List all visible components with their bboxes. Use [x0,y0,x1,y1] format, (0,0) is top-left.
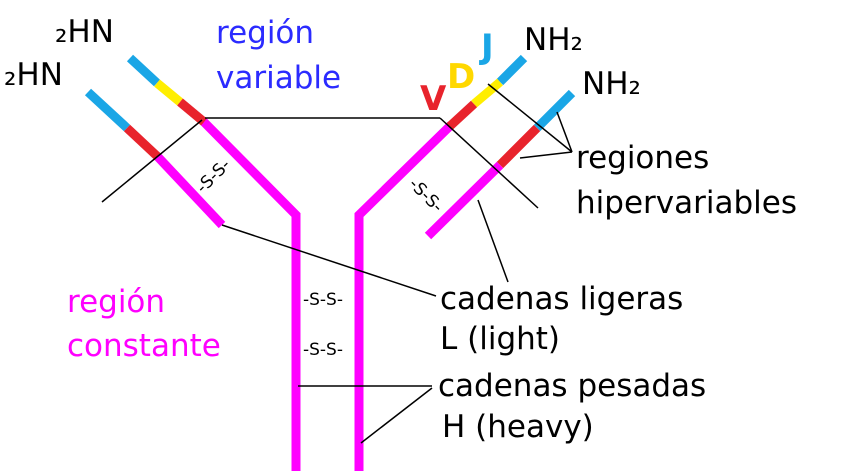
disulfide-left-light: -S-S- [192,155,234,197]
left-upper-terminal-label: ₂HN [55,14,114,50]
light-left-red-segment [127,128,158,157]
v-segment-label: V [420,79,447,119]
d-segment-label: D [447,57,475,97]
heavy-left-yellow-segment [157,83,180,102]
light-right-blue-segment [537,93,572,128]
light-chain-label-line2: L (light) [440,321,560,357]
left-lower-terminal-label: ₂HN [4,57,63,93]
region-variable-label-line2: variable [216,60,341,96]
heavy-left-red-segment [180,102,204,122]
light-pointer-right [478,200,508,282]
right-upper-terminal-label: NH₂ [524,22,583,58]
disulfide-right-light: -S-S- [404,174,446,216]
hypervariable-pointer-2 [520,152,572,158]
heavy-pointer-right [361,388,432,443]
right-lower-terminal-label: NH₂ [582,66,641,102]
hypervariable-label-line2: hipervariables [576,185,797,221]
j-segment-label: J [479,27,494,67]
heavy-chain-label-line1: cadenas pesadas [438,368,706,404]
region-variable-label-line1: región [216,15,314,51]
light-chain-label-line1: cadenas ligeras [440,281,683,317]
light-pointer-left [222,225,436,296]
hypervariable-label-line1: regiones [576,140,709,176]
vdj-labels: V D J [420,27,494,119]
light-right-red-segment [500,128,537,165]
heavy-chain-right-constant [359,125,451,471]
heavy-right-blue-segment [500,58,524,82]
annotation-labels: regiones hipervariables cadenas ligeras … [438,140,797,445]
variable-boundary-line-right [440,118,538,208]
light-chain-right [428,93,572,236]
disulfide-hinge-upper: -S-S- [303,290,343,310]
region-constante-label-line1: región [67,284,165,320]
heavy-chain-label-line2: H (heavy) [442,409,594,445]
heavy-right-red-segment [449,104,474,127]
disulfide-hinge-lower: -S-S- [303,340,343,360]
heavy-chain-left-variable [130,58,204,122]
heavy-right-yellow-segment [474,82,500,104]
light-left-blue-segment [88,92,127,128]
heavy-left-blue-segment [130,58,157,83]
region-constante-label-line2: constante [67,328,221,364]
